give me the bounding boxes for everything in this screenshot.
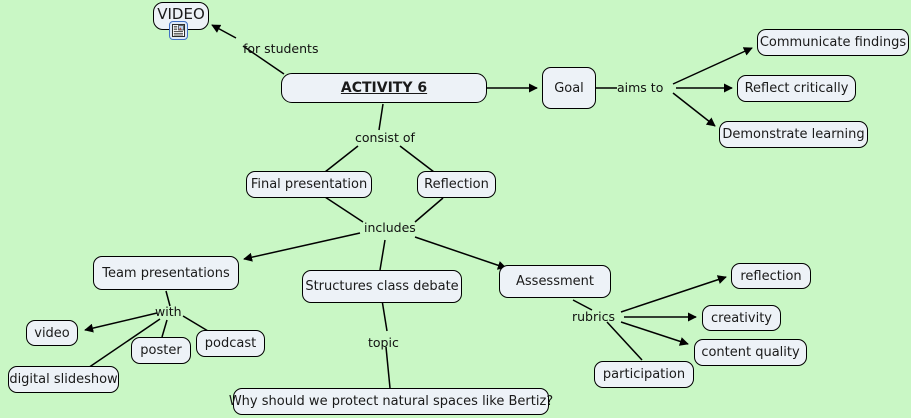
- edge-activity-consistof: [378, 103, 384, 131]
- edge-aimsto-demonstrate: [672, 92, 716, 127]
- node-reflection-rubric[interactable]: reflection: [731, 263, 811, 289]
- edge-final-includes: [324, 196, 364, 223]
- node-content-quality[interactable]: content quality: [694, 339, 807, 366]
- edge-consistof-reflection: [399, 145, 435, 173]
- edge-with-poster: [161, 319, 168, 338]
- node-activity-6-label: ACTIVITY 6: [340, 80, 428, 96]
- node-team-presentations-label: Team presentations: [102, 265, 230, 281]
- edge-topic-question: [385, 346, 391, 389]
- node-participation-label: participation: [602, 367, 686, 382]
- node-poster[interactable]: poster: [131, 337, 191, 364]
- link-label-for-students: for students: [243, 41, 319, 56]
- edge-forstudents-video: [211, 24, 237, 39]
- edge-reflection-includes: [414, 197, 444, 223]
- node-podcast-label: podcast: [204, 336, 257, 351]
- edge-rubrics-content: [620, 321, 689, 346]
- node-reflect-critically-label: Reflect critically: [744, 81, 849, 96]
- node-communicate-findings-label: Communicate findings: [759, 35, 907, 50]
- node-goal[interactable]: Goal: [542, 67, 596, 109]
- node-demonstrate-learning-label: Demonstrate learning: [722, 127, 865, 142]
- node-final-presentation-label: Final presentation: [250, 177, 368, 192]
- node-digital-slideshow-label: digital slideshow: [9, 372, 118, 387]
- node-content-quality-label: content quality: [701, 345, 800, 360]
- edge-includes-assessment: [414, 236, 507, 270]
- link-label-rubrics: rubrics: [572, 309, 615, 324]
- node-structures-class-debate[interactable]: Structures class debate: [302, 270, 462, 303]
- edge-includes-team: [243, 232, 361, 262]
- node-structures-class-debate-label: Structures class debate: [305, 279, 459, 294]
- document-resource-icon[interactable]: [169, 21, 188, 40]
- link-label-aims-to: aims to: [617, 80, 664, 95]
- node-question[interactable]: Why should we protect natural spaces lik…: [229, 388, 553, 415]
- node-participation[interactable]: participation: [594, 361, 694, 388]
- edge-with-video: [84, 312, 158, 333]
- edge-with-podcast: [182, 315, 209, 332]
- link-label-includes: includes: [364, 220, 416, 235]
- node-assessment-label: Assessment: [516, 274, 594, 289]
- node-team-presentations[interactable]: Team presentations: [93, 256, 239, 290]
- node-communicate-findings[interactable]: Communicate findings: [757, 29, 909, 56]
- node-assessment[interactable]: Assessment: [499, 265, 611, 298]
- node-video-small[interactable]: video: [26, 320, 78, 346]
- node-video-label: VIDEO: [157, 4, 205, 23]
- node-demonstrate-learning[interactable]: Demonstrate learning: [719, 121, 868, 148]
- node-question-label: Why should we protect natural spaces lik…: [228, 394, 554, 409]
- node-final-presentation[interactable]: Final presentation: [246, 171, 372, 198]
- link-label-consist-of: consist of: [355, 130, 415, 145]
- node-creativity[interactable]: creativity: [702, 305, 781, 331]
- node-creativity-label: creativity: [711, 310, 772, 326]
- node-goal-label: Goal: [554, 80, 584, 96]
- node-podcast[interactable]: podcast: [196, 330, 265, 357]
- node-activity-6[interactable]: ACTIVITY 6: [281, 73, 487, 103]
- link-label-with: with: [155, 304, 182, 319]
- link-label-topic: topic: [368, 335, 399, 350]
- edge-participation-rubrics: [606, 321, 643, 361]
- edge-consistof-final: [324, 145, 359, 173]
- node-reflection[interactable]: Reflection: [417, 171, 496, 198]
- edge-structures-topic: [381, 299, 388, 332]
- node-reflect-critically[interactable]: Reflect critically: [737, 75, 856, 102]
- node-reflection-label: Reflection: [424, 177, 489, 192]
- node-digital-slideshow[interactable]: digital slideshow: [8, 366, 119, 393]
- node-reflection-rubric-label: reflection: [740, 268, 802, 284]
- node-poster-label: poster: [140, 343, 182, 358]
- edge-includes-structures: [379, 239, 386, 271]
- node-video-small-label: video: [34, 325, 70, 341]
